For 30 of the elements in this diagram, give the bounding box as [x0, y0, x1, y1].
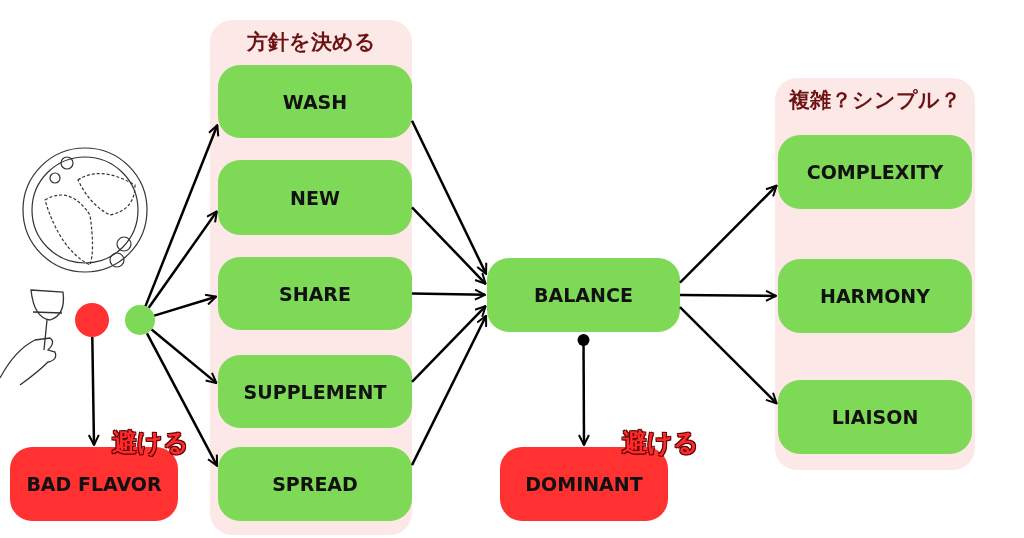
panel-heading: 複雑？シンプル？ [787, 87, 962, 114]
arrow [410, 314, 488, 466]
arrow [679, 306, 778, 405]
arrow [680, 289, 777, 302]
panel-heading: 方針を決める [245, 29, 377, 56]
arrow [153, 293, 218, 317]
process-box: SHARE [218, 257, 412, 330]
process-box: WASH [218, 65, 412, 138]
arrow [577, 334, 590, 446]
process-box: BALANCE [487, 258, 680, 332]
arrow [410, 120, 488, 275]
group-panel [775, 78, 975, 470]
process-box: HARMONY [778, 259, 972, 333]
group-panel [210, 20, 412, 535]
arrow [147, 210, 218, 309]
arrow [679, 184, 778, 284]
dot-marker [125, 305, 155, 335]
process-box: SPREAD [218, 447, 412, 521]
arrow [144, 124, 220, 307]
arrow [411, 288, 486, 301]
arrow [411, 206, 487, 285]
process-box: SUPPLEMENT [218, 355, 412, 428]
arrow [145, 332, 219, 467]
arrow [87, 336, 100, 446]
process-box: NEW [218, 160, 412, 235]
process-box: LIAISON [778, 380, 972, 454]
arrow [411, 305, 487, 383]
process-box: COMPLEXITY [778, 135, 972, 209]
dot-marker [75, 303, 109, 337]
arrow [150, 328, 218, 385]
